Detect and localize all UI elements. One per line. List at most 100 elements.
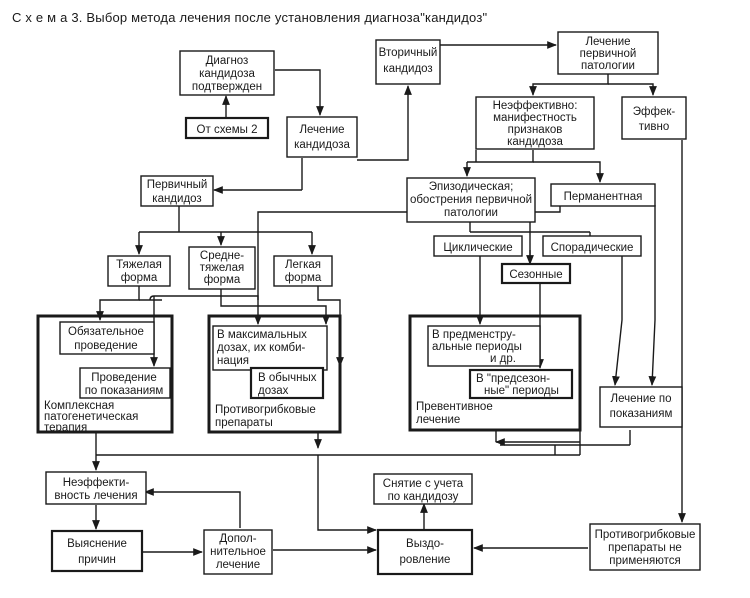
svg-text:Средне-: Средне- — [200, 250, 244, 262]
node-deregistration: Снятие с учета по кандидозу — [373, 473, 473, 505]
svg-text:причин: причин — [78, 554, 116, 566]
svg-text:Тяжелая: Тяжелая — [116, 259, 162, 271]
svg-text:От схемы 2: От схемы 2 — [197, 124, 258, 136]
svg-text:патологии: патологии — [444, 207, 498, 219]
svg-text:дозах: дозах — [258, 385, 289, 397]
svg-text:тивно: тивно — [639, 121, 670, 133]
svg-text:Первичный: Первичный — [147, 179, 208, 191]
svg-text:Проведение: Проведение — [91, 372, 156, 384]
svg-text:Обязательное: Обязательное — [68, 326, 144, 338]
svg-text:форма: форма — [121, 272, 158, 284]
complex-therapy-frame — [36, 314, 174, 434]
node-effective: Эффек- тивно — [621, 96, 687, 140]
node-secondary-candidiasis: Вторичный кандидоз — [375, 39, 441, 85]
scheme-title: С х е м а 3. Выбор метода лечения после … — [12, 10, 487, 25]
svg-text:проведение: проведение — [74, 340, 137, 352]
svg-text:кандидоз: кандидоз — [383, 63, 432, 75]
svg-text:В "предсезон-: В "предсезон- — [476, 373, 550, 385]
svg-text:альные периоды: альные периоды — [432, 341, 522, 353]
svg-text:Сезонные: Сезонные — [509, 269, 562, 281]
svg-text:Неэффекти-: Неэффекти- — [63, 477, 130, 489]
node-premenstrual: В предменстру- альные периоды и др. — [427, 325, 541, 367]
node-episodic: Эпизодическая; обострения первичной пато… — [406, 177, 536, 223]
node-complex-therapy-label: Комплексная патогенетическая терапия — [44, 400, 138, 434]
svg-text:применяются: применяются — [609, 555, 680, 567]
node-max-doses: В максимальных дозах, их комби- нация — [212, 325, 328, 371]
preventive-frame — [408, 314, 582, 432]
node-treatment-as-indicated: Лечение по показаниям — [599, 386, 683, 428]
svg-text:В обычных: В обычных — [258, 372, 317, 384]
svg-text:Вторичный: Вторичный — [379, 47, 438, 59]
svg-text:кандидоза: кандидоза — [507, 136, 563, 148]
svg-text:Неэффективно:: Неэффективно: — [493, 100, 578, 112]
node-mild-form: Легкая форма — [273, 255, 333, 287]
svg-text:по показаниям: по показаниям — [85, 385, 164, 397]
svg-text:первичной: первичной — [580, 48, 637, 60]
node-ineffective-treatment: Неэффекти- вность лечения — [45, 471, 147, 505]
svg-text:Лечение: Лечение — [299, 124, 344, 136]
node-diagnosis-confirmed: Диагноз кандидоза подтвержден — [179, 50, 275, 96]
svg-text:лечение: лечение — [216, 559, 260, 571]
svg-text:В предменстру-: В предменстру- — [432, 329, 516, 341]
svg-text:нительное: нительное — [210, 546, 266, 558]
node-cyclic: Циклические — [433, 235, 523, 257]
node-recovery: Выздо- ровление — [376, 528, 474, 576]
svg-text:подтвержден: подтвержден — [192, 81, 262, 93]
svg-text:признаков: признаков — [508, 124, 563, 136]
svg-text:Допол-: Допол- — [219, 533, 256, 545]
svg-text:лечение: лечение — [416, 414, 460, 426]
svg-text:Перманентная: Перманентная — [564, 191, 643, 203]
svg-text:терапия: терапия — [44, 422, 87, 434]
svg-text:показаниям: показаниям — [610, 408, 673, 420]
node-additional-treatment: Допол- нительное лечение — [203, 529, 273, 575]
node-as-indicated: Проведение по показаниям — [79, 367, 171, 399]
svg-text:Выздо-: Выздо- — [406, 538, 444, 550]
antifungal-frame — [207, 314, 342, 434]
node-ineffective-manifest: Неэффективно: манифестность признаков ка… — [475, 96, 595, 150]
svg-text:дозах, их комби-: дозах, их комби- — [217, 342, 305, 354]
node-preventive-label: Превентивное лечение — [416, 401, 493, 426]
node-moderate-form: Средне- тяжелая форма — [188, 246, 256, 290]
svg-text:форма: форма — [204, 274, 241, 286]
svg-text:Лечение по: Лечение по — [611, 393, 672, 405]
svg-text:Спорадические: Спорадические — [551, 242, 634, 254]
node-candidiasis-treatment: Лечение кандидоза — [286, 116, 358, 158]
svg-text:нация: нация — [217, 355, 249, 367]
node-preseasonal: В "предсезон- ные" периоды — [468, 368, 574, 400]
svg-text:Эпизодическая;: Эпизодическая; — [429, 181, 514, 193]
svg-text:и др.: и др. — [490, 353, 516, 365]
svg-text:Превентивное: Превентивное — [416, 401, 493, 413]
svg-text:препараты не: препараты не — [608, 542, 682, 554]
svg-text:ровление: ровление — [400, 554, 451, 566]
node-antifungal-not-used: Противогрибковые препараты не применяютс… — [589, 523, 701, 571]
node-sporadic: Спорадические — [542, 235, 642, 257]
node-find-causes: Выяснение причин — [50, 529, 144, 573]
node-permanent: Перманентная — [550, 183, 656, 207]
svg-text:кандидоза: кандидоза — [294, 139, 350, 151]
svg-text:кандидоза: кандидоза — [199, 68, 255, 80]
node-primary-pathology-treatment: Лечение первичной патологии — [557, 31, 659, 75]
svg-text:Противогрибковые: Противогрибковые — [215, 404, 316, 416]
svg-text:Противогрибковые: Противогрибковые — [595, 529, 696, 541]
svg-text:обострения первичной: обострения первичной — [410, 194, 532, 206]
svg-text:форма: форма — [285, 272, 322, 284]
svg-text:манифестность: манифестность — [493, 112, 577, 124]
node-mandatory: Обязательное проведение — [59, 321, 155, 355]
svg-text:Легкая: Легкая — [285, 259, 321, 271]
svg-text:препараты: препараты — [215, 417, 273, 429]
svg-text:ные" периоды: ные" периоды — [484, 385, 559, 397]
node-antifungal-label: Противогрибковые препараты — [215, 404, 316, 429]
svg-text:Выяснение: Выяснение — [67, 538, 127, 550]
svg-text:Лечение: Лечение — [585, 36, 630, 48]
svg-text:по кандидозу: по кандидозу — [388, 491, 459, 503]
svg-text:Циклические: Циклические — [443, 242, 512, 254]
node-from-scheme-2: От схемы 2 — [184, 116, 270, 140]
svg-text:кандидоз: кандидоз — [152, 193, 201, 205]
svg-text:патогенетическая: патогенетическая — [44, 411, 138, 423]
node-severe-form: Тяжелая форма — [107, 255, 171, 287]
node-usual-doses: В обычных дозах — [249, 366, 325, 400]
svg-text:В максимальных: В максимальных — [217, 329, 307, 341]
node-seasonal: Сезонные — [500, 262, 572, 285]
svg-text:Комплексная: Комплексная — [44, 400, 114, 412]
